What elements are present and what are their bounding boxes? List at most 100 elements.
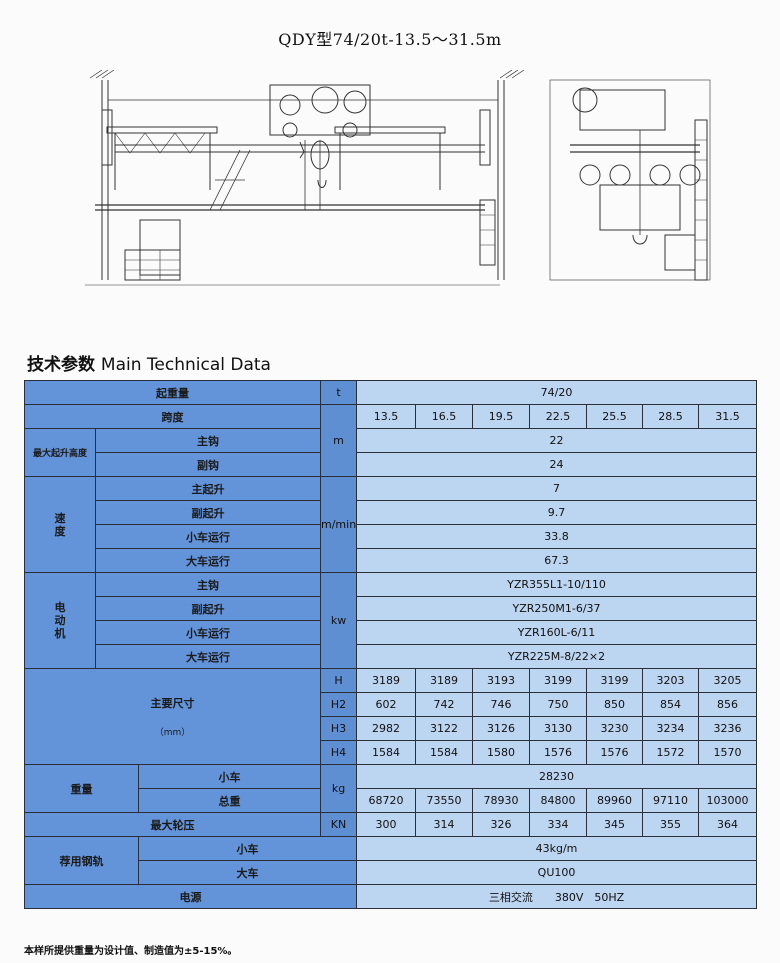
dim-h2-value: 742 — [415, 692, 474, 717]
side-elevation-view — [549, 79, 711, 281]
dim-h2-value: 850 — [586, 692, 644, 717]
wheel-load-value: 334 — [529, 812, 588, 837]
lift-height-main-label: 主钩 — [94, 428, 322, 453]
span-label: 跨度 — [23, 404, 322, 429]
weight-label: 重量 — [24, 764, 139, 813]
table-row-motor-aux-lift: 副起升 YZR250M1-6/37 — [25, 596, 758, 621]
table-row-span: 跨度 m 13.5 16.5 19.5 22.5 25.5 28.5 31.5 — [23, 404, 758, 477]
table-row-rail-trolley: 荐用钢轨 小车 43kg/m — [24, 836, 758, 885]
table-row-dim-h4: H4 1584 1584 1580 1576 1576 1572 1570 — [25, 740, 758, 765]
weight-total-value: 68720 — [356, 788, 417, 813]
span-value: 16.5 — [415, 404, 474, 429]
weight-total-value: 84800 — [529, 788, 588, 813]
dim-h-value: 3189 — [415, 668, 474, 693]
speed-aux-lift-label: 副起升 — [94, 500, 322, 525]
lift-height-aux-label: 副钩 — [94, 452, 322, 477]
table-row-dim-h2: H2 602 742 746 750 850 854 856 — [25, 692, 758, 717]
span-value: 19.5 — [472, 404, 531, 429]
weight-trolley-label: 小车 — [137, 764, 322, 789]
dim-h-value: 3199 — [586, 668, 644, 693]
weight-total-value: 73550 — [415, 788, 474, 813]
dim-h3-value: 3234 — [642, 716, 700, 741]
wheel-load-unit: KN — [320, 812, 358, 837]
dim-h2-value: 856 — [698, 692, 758, 717]
span-value: 28.5 — [642, 404, 700, 429]
rail-trolley-label: 小车 — [137, 836, 358, 861]
table-row-speed-main-lift: 速度 主起升 m/min 7 — [24, 476, 758, 573]
capacity-value: 74/20 — [356, 380, 758, 405]
weight-total-value: 78930 — [472, 788, 531, 813]
table-row-motor-crane: 大车运行 YZR225M-8/22×2 — [25, 644, 758, 669]
dim-h2-value: 750 — [529, 692, 588, 717]
front-elevation-view — [85, 70, 525, 286]
table-row-capacity: 起重量 t 74/20 — [23, 380, 758, 405]
span-unit: m — [320, 404, 358, 477]
speed-label: 速度 — [24, 476, 96, 573]
power-value: 三相交流 380V 50HZ — [356, 884, 758, 909]
rail-crane-value: QU100 — [356, 860, 758, 885]
table-row-power: 电源 三相交流 380V 50HZ — [23, 884, 758, 909]
span-value: 13.5 — [356, 404, 417, 429]
dimensions-unit: （mm） — [154, 728, 191, 738]
wheel-load-value: 355 — [642, 812, 700, 837]
footnote: 本样所提供重量为设计值、制造值为±5-15%。 — [24, 946, 238, 957]
dim-h2-label: H2 — [320, 692, 358, 717]
motor-unit: kw — [320, 572, 358, 669]
lift-height-main-value: 22 — [356, 428, 758, 453]
table-row-dim-h3: H3 2982 3122 3126 3130 3230 3234 3236 — [25, 716, 758, 741]
dim-h3-value: 2982 — [356, 716, 417, 741]
dim-h3-label: H3 — [320, 716, 358, 741]
motor-trolley-label: 小车运行 — [94, 620, 322, 645]
wheel-load-value: 364 — [698, 812, 758, 837]
speed-trolley-label: 小车运行 — [94, 524, 322, 549]
span-value: 22.5 — [529, 404, 588, 429]
crane-technical-drawing — [85, 70, 711, 286]
dim-h2-value: 602 — [356, 692, 417, 717]
motor-main-hook-value: YZR355L1-10/110 — [356, 572, 758, 597]
rail-trolley-value: 43kg/m — [356, 836, 758, 861]
motor-crane-label: 大车运行 — [94, 644, 322, 669]
speed-crane-label: 大车运行 — [94, 548, 322, 573]
wheel-load-value: 345 — [586, 812, 644, 837]
table-row-speed-trolley: 小车运行 33.8 — [25, 524, 758, 549]
dim-h-label: H — [320, 668, 358, 693]
drawing-title: QDY型74/20t-13.5～31.5m — [278, 30, 502, 49]
capacity-label: 起重量 — [23, 380, 322, 405]
table-row-dim-h: 主要尺寸 （mm） H 3189 3189 3193 3199 3199 320… — [23, 668, 758, 765]
table-row-speed-aux-lift: 副起升 9.7 — [25, 500, 758, 525]
dim-h4-value: 1584 — [415, 740, 474, 765]
dim-h3-value: 3126 — [472, 716, 531, 741]
weight-total-value: 97110 — [642, 788, 700, 813]
weight-unit: kg — [320, 764, 358, 813]
dim-h3-value: 3122 — [415, 716, 474, 741]
span-value: 31.5 — [698, 404, 758, 429]
dim-h2-value: 746 — [472, 692, 531, 717]
dim-h-value: 3203 — [642, 668, 700, 693]
rail-crane-label: 大车 — [137, 860, 358, 885]
power-label: 电源 — [23, 884, 358, 909]
section-title-cn: 技术参数 — [27, 355, 95, 375]
table-row-weight-trolley: 重量 小车 kg 28230 — [24, 764, 758, 813]
dim-h-value: 3205 — [698, 668, 758, 693]
lift-height-label: 最大起升高度 — [24, 428, 96, 477]
dim-h3-value: 3236 — [698, 716, 758, 741]
dim-h4-value: 1584 — [356, 740, 417, 765]
span-value: 25.5 — [586, 404, 644, 429]
table-row-lift-height-aux: 副钩 24 — [25, 452, 758, 477]
weight-total-value: 89960 — [586, 788, 644, 813]
wheel-load-value: 314 — [415, 812, 474, 837]
motor-aux-lift-value: YZR250M1-6/37 — [356, 596, 758, 621]
weight-trolley-value: 28230 — [356, 764, 758, 789]
table-row-motor-trolley: 小车运行 YZR160L-6/11 — [25, 620, 758, 645]
table-row-speed-crane: 大车运行 67.3 — [25, 548, 758, 573]
speed-main-lift-label: 主起升 — [94, 476, 322, 501]
dim-h4-value: 1576 — [586, 740, 644, 765]
motor-main-hook-label: 主钩 — [94, 572, 322, 597]
dim-h3-value: 3130 — [529, 716, 588, 741]
lift-height-aux-value: 24 — [356, 452, 758, 477]
dim-h2-value: 854 — [642, 692, 700, 717]
motor-crane-value: YZR225M-8/22×2 — [356, 644, 758, 669]
wheel-load-label: 最大轮压 — [23, 812, 322, 837]
speed-unit: m/min — [320, 476, 358, 573]
dim-h4-value: 1572 — [642, 740, 700, 765]
